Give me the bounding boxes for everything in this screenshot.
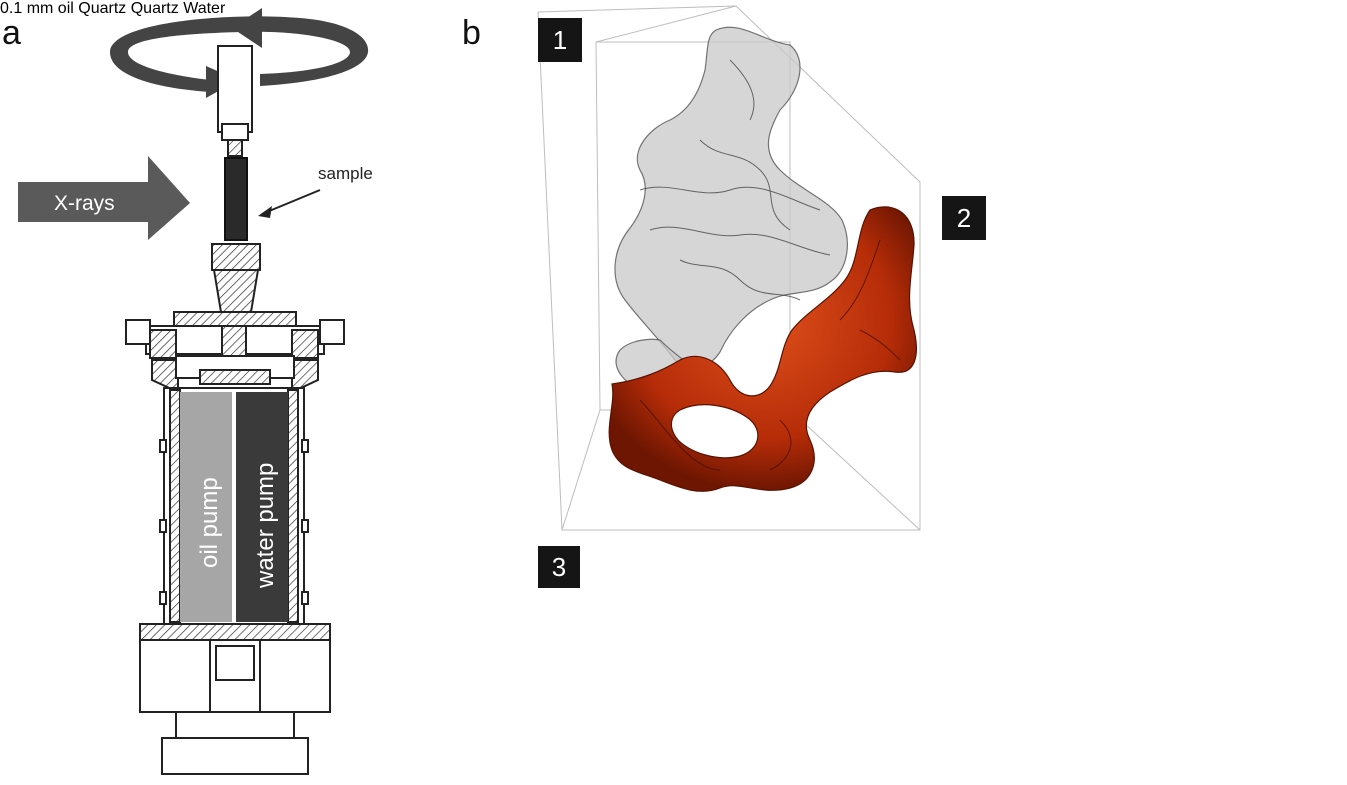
panel-b-letter: b bbox=[462, 14, 481, 52]
scale-bar-label: 0.1 mm bbox=[0, 0, 54, 17]
cell-base bbox=[139, 623, 331, 775]
inset-oil-label: oil bbox=[57, 0, 74, 17]
view-2-badge: 2 bbox=[942, 196, 986, 240]
view-1-oil-phase bbox=[608, 206, 917, 492]
sample-label: sample bbox=[318, 164, 373, 183]
sample-holder bbox=[211, 157, 261, 319]
view-1-gas-texture bbox=[639, 59, 831, 301]
water-pump-label: water pump bbox=[252, 463, 279, 589]
view-1-oil-texture bbox=[639, 239, 901, 471]
rotation-stage bbox=[217, 45, 253, 157]
oil-pump-label: oil pump bbox=[196, 477, 223, 568]
view-1-badge: 1 bbox=[538, 18, 582, 62]
xray-label: X-rays bbox=[54, 192, 115, 215]
panel-a-letter: a bbox=[2, 14, 21, 52]
sample-pointer-head bbox=[258, 206, 272, 218]
view-1 bbox=[537, 5, 921, 531]
xray-arrow bbox=[18, 156, 190, 240]
pump-body bbox=[159, 387, 309, 625]
inset-quartz-right-label: Quartz bbox=[78, 0, 127, 17]
view-3-badge: 3 bbox=[538, 546, 580, 588]
cell-head bbox=[125, 311, 345, 394]
inset-quartz-left-label: Quartz bbox=[130, 0, 179, 17]
sample-pointer bbox=[261, 189, 321, 215]
inset-water-label: Water bbox=[183, 0, 226, 17]
